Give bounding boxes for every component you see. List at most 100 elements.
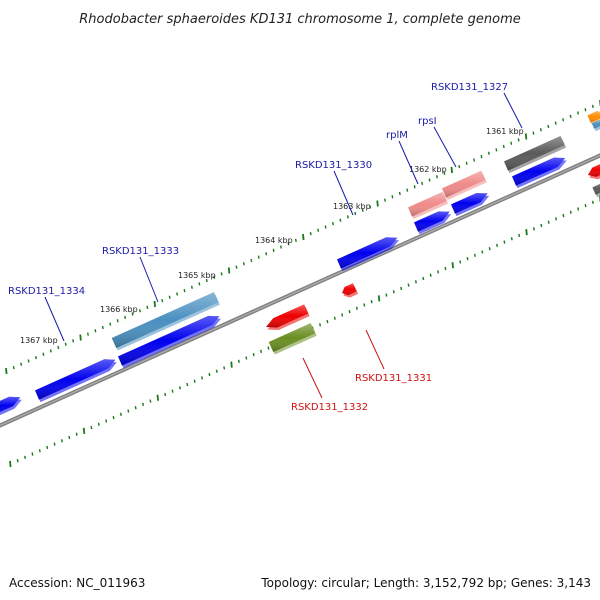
outer-tick-74 (554, 121, 557, 125)
leader-rskd131-1333 (139, 256, 159, 303)
outer-tick-27 (205, 278, 208, 283)
outer-tick-60 (450, 166, 453, 174)
tick-label-1363: 1363 kbp (333, 202, 371, 211)
outer-tick-51 (383, 198, 386, 202)
gene-reverse-edge-red-gloss (588, 164, 600, 177)
cds-forward-2-gloss (451, 193, 488, 214)
leader-rskd131-1332 (302, 357, 323, 399)
outer-tick-4 (35, 355, 37, 360)
outer-tick-58 (435, 175, 438, 179)
inner-tick-62 (466, 256, 469, 261)
accession-text: Accession: NC_011963 (9, 576, 145, 590)
inner-tick-29 (223, 366, 226, 370)
outer-tick-43 (324, 225, 327, 229)
gene-rskd131-1331-gloss (266, 304, 309, 328)
outer-tick-17 (131, 312, 134, 316)
cds-forward-1-gloss (512, 157, 566, 186)
inner-tick-15 (119, 412, 122, 416)
outer-tick-35 (265, 252, 268, 256)
outer-tick-3 (27, 359, 30, 363)
outer-tick-67 (502, 144, 505, 149)
inner-tick-32 (245, 356, 248, 360)
inner-tick-25 (193, 379, 196, 383)
outer-tick-33 (250, 258, 253, 263)
inner-tick-12 (97, 422, 100, 426)
inner-tick-53 (400, 286, 403, 291)
outer-tick-69 (517, 138, 520, 142)
outer-tick-44 (332, 221, 334, 226)
inner-tick-11 (90, 425, 93, 430)
outer-tick-52 (391, 195, 394, 199)
inner-tick-43 (326, 319, 329, 324)
inner-tick-71 (532, 227, 535, 231)
outer-tick-21 (161, 299, 164, 303)
inner-tick-45 (341, 313, 344, 317)
gene-label-rskd131-1330: RSKD131_1330 (295, 160, 372, 171)
backbone-highlight (0, 154, 600, 427)
inner-tick-68 (510, 237, 513, 241)
outer-tick-12 (94, 329, 97, 333)
outer-tick-45 (339, 218, 342, 222)
outer-tick-53 (398, 191, 401, 196)
inner-tick-6 (53, 442, 56, 446)
outer-tick-34 (257, 255, 260, 259)
outer-tick-57 (428, 178, 431, 182)
inner-tick-64 (481, 250, 484, 254)
outer-tick-28 (213, 275, 216, 279)
gene-edge-teal-gloss (591, 120, 600, 129)
inner-tick-34 (260, 349, 263, 354)
outer-tick-48 (361, 208, 364, 212)
inner-tick-24 (186, 382, 189, 387)
outer-tick-76 (569, 114, 572, 119)
inner-tick-31 (237, 359, 240, 363)
gene-rskd131-1333-gloss (111, 292, 219, 348)
inner-tick-46 (348, 309, 351, 314)
outer-tick-14 (109, 322, 112, 326)
inner-tick-50 (377, 295, 381, 302)
inner-tick-74 (555, 217, 558, 221)
outer-tick-46 (346, 215, 349, 219)
map-title: Rhodobacter sphaeroides KD131 chromosome… (79, 12, 520, 27)
outer-tick-20 (153, 300, 156, 308)
inner-tick-10 (82, 427, 86, 434)
inner-tick-13 (105, 419, 108, 423)
inner-tick-2 (24, 455, 27, 460)
inner-tick-22 (171, 389, 174, 393)
inner-tick-7 (60, 439, 63, 443)
inner-tick-59 (444, 266, 447, 271)
gene-label-rskd131-1333: RSKD131_1333 (102, 246, 179, 257)
outer-tick-56 (421, 181, 424, 186)
inner-tick-30 (230, 361, 233, 368)
gene-label-rskd131-1327: RSKD131_1327 (431, 82, 508, 93)
gene-label-rskd131-1334: RSKD131_1334 (8, 286, 85, 297)
leader-rskd131-1331 (365, 329, 385, 370)
inner-tick-17 (134, 406, 137, 410)
outer-tick-1 (12, 366, 15, 370)
inner-tick-51 (385, 293, 388, 297)
outer-tick-0 (5, 367, 8, 375)
gene-label-rplm: rplM (386, 130, 408, 141)
gene-rpsi-gloss (442, 170, 486, 198)
inner-tick-55 (414, 280, 417, 284)
inner-tick-69 (518, 233, 521, 238)
outer-tick-65 (487, 151, 490, 155)
gene-labels: RSKD131_1327 rpsI rplM RSKD131_1330 RSKD… (8, 82, 508, 413)
inner-tick-26 (201, 376, 204, 380)
outer-tick-54 (406, 188, 409, 192)
inner-tick-1 (16, 459, 19, 463)
inner-tick-8 (68, 435, 71, 440)
leader-rpsi (433, 126, 457, 168)
inner-tick-16 (127, 409, 130, 413)
inner-tick-0 (9, 460, 12, 468)
inner-tick-27 (208, 372, 211, 377)
gene-label-rskd131-1331: RSKD131_1331 (355, 373, 432, 384)
cds-rskd131-1334-gloss (35, 359, 116, 400)
gene-reverse-edge-gray-gloss (592, 183, 600, 195)
outer-tick-15 (116, 319, 119, 323)
outer-tick-77 (577, 111, 580, 115)
backbone (0, 153, 600, 428)
outer-tick-63 (473, 158, 476, 162)
outer-tick-41 (309, 232, 312, 236)
inner-tick-61 (459, 260, 462, 264)
